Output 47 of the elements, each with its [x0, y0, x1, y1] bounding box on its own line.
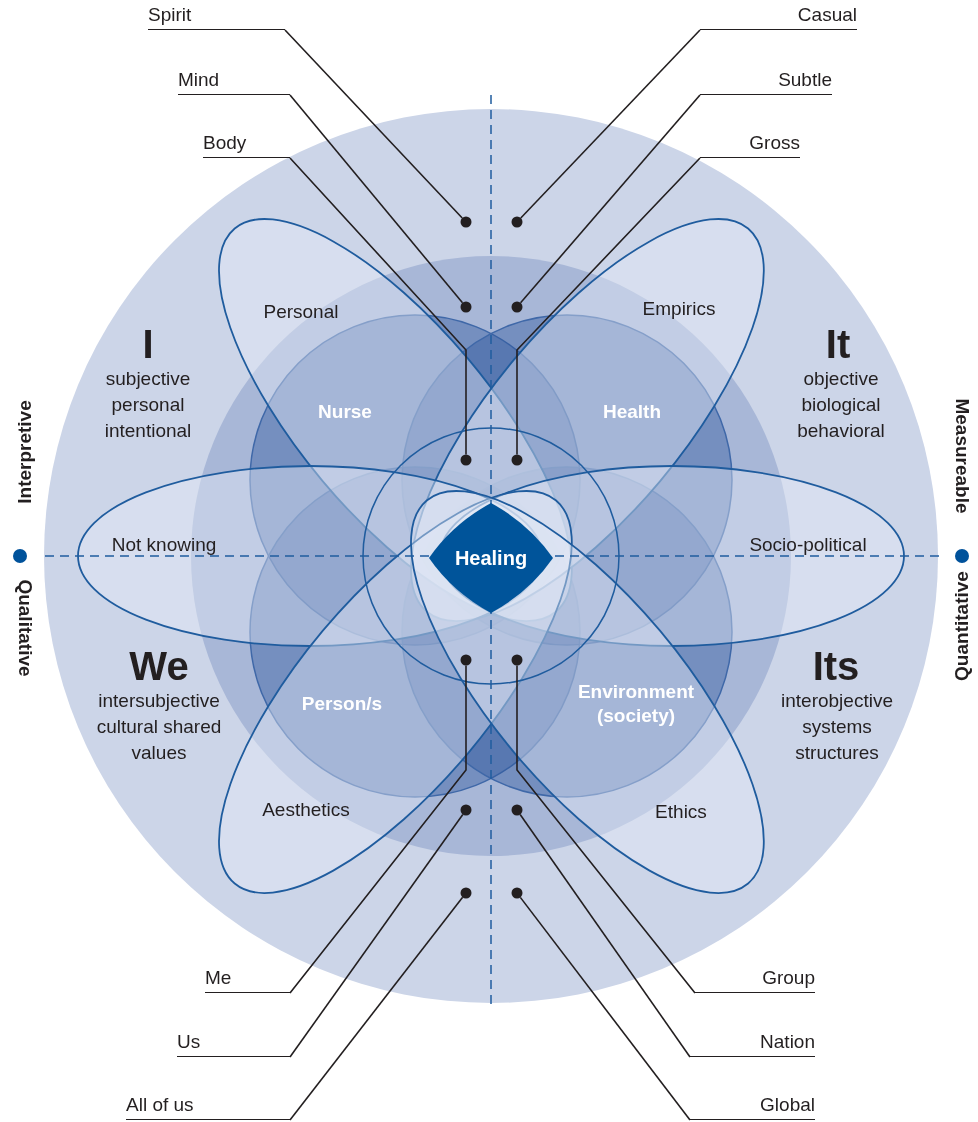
quadrant-letter: We: [129, 644, 189, 688]
circle-label: Health: [602, 400, 662, 424]
leader-label: Nation: [690, 1031, 815, 1057]
circle-label: Environment (society): [576, 680, 696, 728]
leader-label: Mind: [178, 69, 290, 95]
quadrant-letter: It: [825, 322, 851, 366]
petal-label: Personal: [263, 301, 339, 323]
leader-label: Spirit: [148, 4, 285, 30]
center-label: Healing: [454, 546, 528, 570]
leader-label: Subtle: [700, 69, 832, 95]
leader-line: [516, 157, 701, 456]
leader-line: [519, 813, 691, 1058]
petal-label: Not knowing: [111, 534, 217, 556]
petal-label: Empirics: [642, 298, 716, 320]
leader-label: Body: [203, 132, 290, 158]
quadrant-letter: Its: [812, 644, 860, 688]
leader-label: Me: [205, 967, 290, 993]
petal-label: Aesthetics: [262, 799, 350, 821]
leader-label: Group: [695, 967, 815, 993]
leader-line: [289, 664, 467, 994]
leader-line: [289, 157, 467, 456]
leader-line: [520, 29, 701, 219]
circle-label: Person/s: [301, 692, 383, 716]
leader-label: Casual: [700, 4, 857, 30]
petal-label: Socio-political: [749, 534, 867, 556]
leader-line: [289, 94, 464, 304]
leader-line: [284, 29, 464, 219]
axis-label: Measureable: [951, 398, 974, 514]
leader-line: [289, 813, 464, 1058]
axis-label: Qualitative: [14, 579, 37, 677]
leader-line: [519, 896, 691, 1121]
quadrant-description: objective biological behavioral: [796, 367, 886, 443]
quadrant-letter: I: [142, 322, 154, 366]
quadrant-description: intersubjective cultural shared values: [95, 689, 223, 765]
axis-label: Quantitative: [950, 571, 973, 681]
leader-label: Gross: [700, 132, 800, 158]
leader-label: Global: [690, 1094, 815, 1120]
leader-line: [519, 94, 701, 304]
circle-label: Nurse: [318, 400, 372, 424]
petal-label: Ethics: [655, 801, 707, 823]
leader-label: All of us: [126, 1094, 290, 1120]
axis-label: Interpretive: [13, 400, 36, 504]
leader-line: [516, 664, 696, 994]
leader-label: Us: [177, 1031, 290, 1057]
leader-line: [289, 896, 464, 1121]
quadrant-description: subjective personal intentional: [103, 367, 193, 443]
quadrant-description: interobjective systems structures: [780, 689, 894, 765]
